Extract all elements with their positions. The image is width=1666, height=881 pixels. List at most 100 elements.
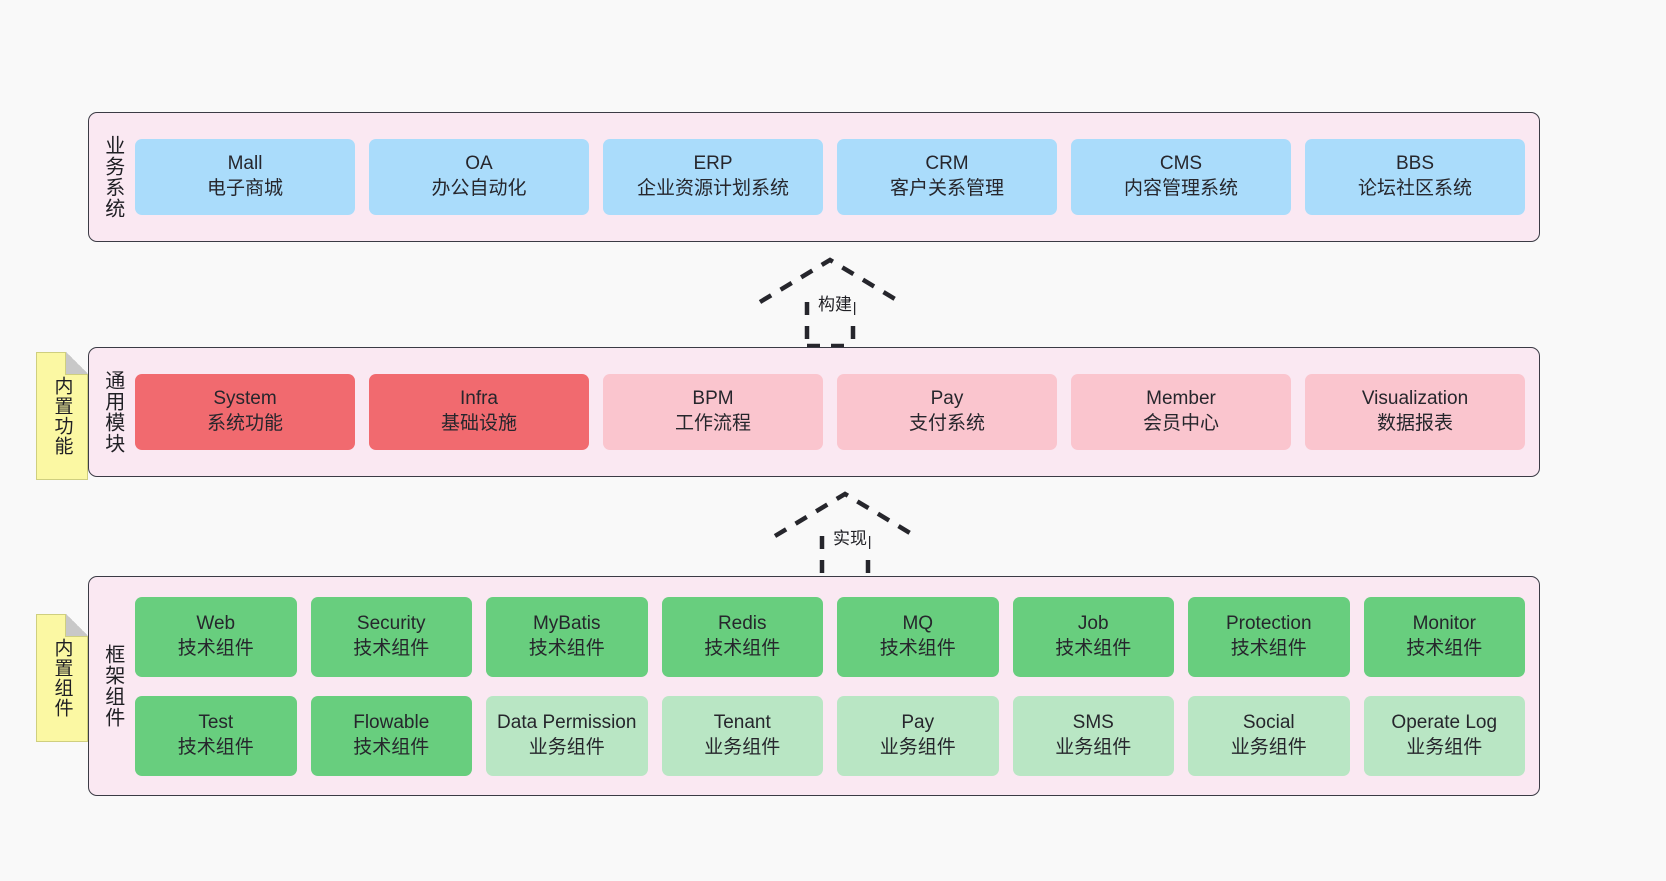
card-title-cn: 系统功能 (206, 413, 283, 434)
card-title-en: Security (356, 612, 426, 634)
card-title-cn: 业务组件 (879, 736, 956, 758)
card-crm[interactable]: CRM 客户关系管理 (837, 139, 1057, 215)
layer-title-business: 业务系统 (101, 135, 124, 219)
card-title-en: OA (465, 153, 493, 175)
connector-build: 构建 (755, 256, 905, 349)
card-title-en: Tenant (713, 711, 771, 733)
card-title-cn: 技术组件 (353, 736, 430, 758)
layer-title-framework: 框架组件 (101, 644, 124, 728)
card-title-cn: 论坛社区系统 (1357, 178, 1472, 199)
card-title-cn: 业务组件 (1406, 736, 1483, 758)
card-title-en: Redis (717, 612, 767, 634)
card-title-cn: 数据报表 (1376, 413, 1453, 434)
note-builtin-function: 内置功能 (36, 352, 88, 480)
card-title-cn: 技术组件 (704, 637, 781, 659)
card-title-en: CMS (1159, 153, 1203, 175)
card-title-en: Member (1146, 388, 1216, 410)
card-title-en: SMS (1072, 711, 1114, 733)
card-title-cn: 技术组件 (177, 736, 254, 758)
card-oa[interactable]: OA 办公自动化 (369, 139, 589, 215)
card-bpm[interactable]: BPM 工作流程 (603, 374, 823, 450)
card-title-en: Social (1242, 711, 1295, 733)
layer-title-common: 通用模块 (101, 370, 124, 454)
card-title-cn: 技术组件 (1055, 637, 1132, 659)
card-title-en: Mall (227, 153, 263, 175)
card-visualization[interactable]: Visualization 数据报表 (1305, 374, 1525, 450)
card-title-en: Protection (1225, 612, 1312, 634)
card-cms[interactable]: CMS 内容管理系统 (1071, 139, 1291, 215)
note-builtin-component: 内置组件 (36, 614, 88, 742)
card-mq[interactable]: MQ 技术组件 (837, 596, 999, 677)
note-label: 内置组件 (51, 638, 73, 718)
layer-common-module: 通用模块 System 系统功能 Infra 基础设施 BPM 工作流程 Pay… (88, 347, 1540, 477)
card-monitor[interactable]: Monitor 技术组件 (1363, 596, 1525, 677)
card-title-cn: 业务组件 (528, 736, 605, 758)
card-pay-module[interactable]: Pay 支付系统 (837, 374, 1057, 450)
card-bbs[interactable]: BBS 论坛社区系统 (1305, 139, 1525, 215)
layer-body-framework: Web 技术组件 Security 技术组件 MyBatis 技术组件 Redi… (135, 577, 1539, 795)
note-label: 内置功能 (51, 376, 73, 456)
card-sms[interactable]: SMS 业务组件 (1012, 695, 1174, 776)
connector-label-implement: 实现 (831, 524, 869, 549)
card-title-en: Flowable (353, 711, 430, 733)
card-tenant[interactable]: Tenant 业务组件 (661, 695, 823, 776)
card-data-permission[interactable]: Data Permission 业务组件 (486, 695, 648, 776)
card-operate-log[interactable]: Operate Log 业务组件 (1363, 695, 1525, 776)
card-system[interactable]: System 系统功能 (135, 374, 355, 450)
card-title-cn: 技术组件 (879, 637, 956, 659)
card-title-cn: 办公自动化 (431, 178, 527, 199)
arrow-head-build (758, 257, 902, 304)
card-title-en: ERP (693, 153, 733, 175)
card-title-cn: 技术组件 (1406, 637, 1483, 659)
connector-implement: 实现 (770, 490, 920, 583)
card-title-cn: 支付系统 (908, 413, 985, 434)
card-flowable[interactable]: Flowable 技术组件 (310, 695, 472, 776)
card-title-en: Web (196, 612, 236, 634)
card-title-cn: 技术组件 (1230, 637, 1307, 659)
card-infra[interactable]: Infra 基础设施 (369, 374, 589, 450)
connector-label-build: 构建 (816, 290, 854, 315)
arrow-head-implement (773, 491, 917, 538)
card-title-en: Operate Log (1391, 711, 1498, 733)
card-social[interactable]: Social 业务组件 (1188, 695, 1350, 776)
card-title-en: Job (1077, 612, 1109, 634)
card-title-en: MQ (902, 612, 934, 634)
card-title-en: CRM (925, 153, 969, 175)
card-web[interactable]: Web 技术组件 (135, 596, 297, 677)
card-security[interactable]: Security 技术组件 (310, 596, 472, 677)
card-redis[interactable]: Redis 技术组件 (661, 596, 823, 677)
card-title-en: Visualization (1361, 388, 1469, 410)
card-row: Web 技术组件 Security 技术组件 MyBatis 技术组件 Redi… (135, 596, 1525, 677)
card-title-en: Test (198, 711, 234, 733)
card-title-cn: 企业资源计划系统 (636, 178, 789, 199)
card-protection[interactable]: Protection 技术组件 (1188, 596, 1350, 677)
layer-framework-component: 框架组件 Web 技术组件 Security 技术组件 MyBatis 技术组件… (88, 576, 1540, 796)
card-title-cn: 技术组件 (528, 637, 605, 659)
card-title-cn: 电子商城 (206, 178, 283, 199)
card-member[interactable]: Member 会员中心 (1071, 374, 1291, 450)
card-row: Mall 电子商城 OA 办公自动化 ERP 企业资源计划系统 CRM 客户关系… (135, 139, 1525, 215)
card-pay-component[interactable]: Pay 业务组件 (837, 695, 999, 776)
layer-body-common: System 系统功能 Infra 基础设施 BPM 工作流程 Pay 支付系统… (135, 348, 1539, 476)
card-title-cn: 会员中心 (1142, 413, 1219, 434)
card-job[interactable]: Job 技术组件 (1012, 596, 1174, 677)
card-erp[interactable]: ERP 企业资源计划系统 (603, 139, 823, 215)
card-title-en: Pay (901, 711, 935, 733)
card-title-cn: 工作流程 (674, 413, 751, 434)
card-title-cn: 业务组件 (704, 736, 781, 758)
layer-body-business: Mall 电子商城 OA 办公自动化 ERP 企业资源计划系统 CRM 客户关系… (135, 113, 1539, 241)
card-mybatis[interactable]: MyBatis 技术组件 (486, 596, 648, 677)
card-title-cn: 技术组件 (353, 637, 430, 659)
card-title-cn: 业务组件 (1055, 736, 1132, 758)
card-title-en: Pay (930, 388, 964, 410)
card-title-cn: 内容管理系统 (1123, 178, 1238, 199)
card-title-en: MyBatis (532, 612, 601, 634)
card-title-cn: 业务组件 (1230, 736, 1307, 758)
card-row: Test 技术组件 Flowable 技术组件 Data Permission … (135, 695, 1525, 776)
card-title-en: Infra (459, 388, 499, 410)
card-title-en: Data Permission (497, 711, 637, 733)
card-test[interactable]: Test 技术组件 (135, 695, 297, 776)
card-title-cn: 基础设施 (440, 413, 517, 434)
card-mall[interactable]: Mall 电子商城 (135, 139, 355, 215)
